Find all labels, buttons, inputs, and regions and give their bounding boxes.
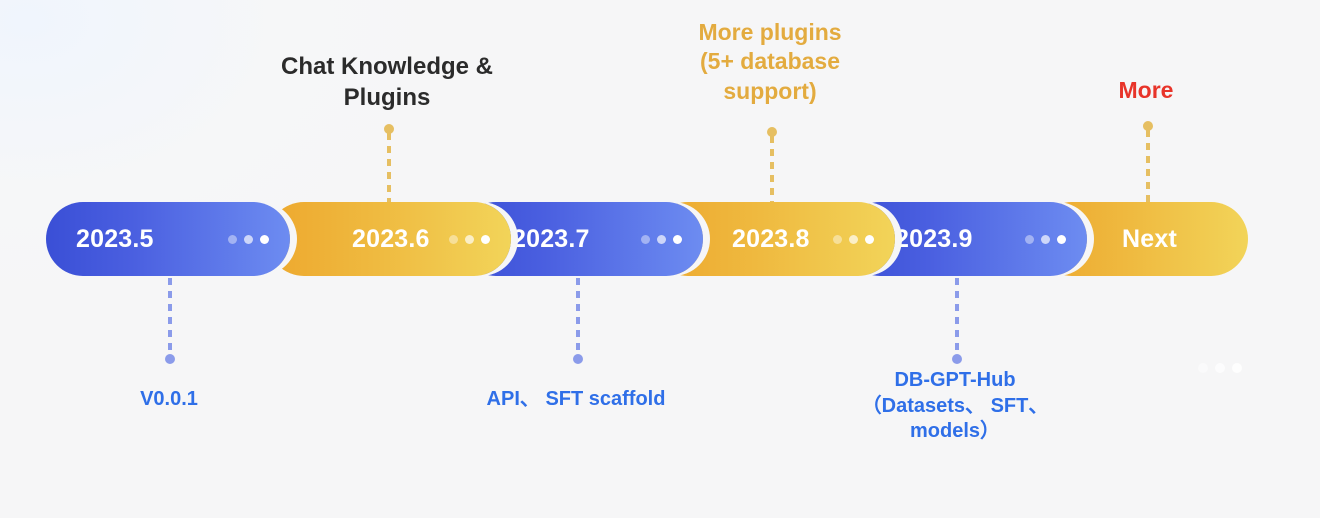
callout-api-sft-scaffold: API、 SFT scaffold bbox=[486, 388, 666, 410]
three-dots-icon bbox=[641, 234, 682, 244]
timeline-segment-label: 2023.5 bbox=[76, 224, 154, 253]
connector-knob-icon bbox=[767, 127, 777, 137]
connector-line bbox=[387, 133, 391, 204]
timeline-segment-label: 2023.9 bbox=[895, 224, 973, 253]
callout-more: More bbox=[1118, 77, 1174, 103]
timeline-segment-2023-6[interactable]: 2023.6 bbox=[267, 202, 511, 276]
connector-knob-icon bbox=[573, 354, 583, 364]
connector-chat-knowledge bbox=[384, 124, 394, 204]
connector-line bbox=[168, 278, 172, 355]
connector-line bbox=[955, 278, 959, 355]
connector-line bbox=[1146, 130, 1150, 204]
connector-knob-icon bbox=[384, 124, 394, 134]
three-dots-icon bbox=[228, 234, 269, 244]
callout-v001: V0.0.1 bbox=[140, 388, 198, 410]
connector-v001 bbox=[165, 278, 175, 364]
decorative-three-dots-icon bbox=[1198, 363, 1242, 373]
connector-knob-icon bbox=[165, 354, 175, 364]
connector-api-sft bbox=[573, 278, 583, 364]
connector-knob-icon bbox=[952, 354, 962, 364]
connector-line bbox=[576, 278, 580, 355]
timeline-segment-2023-5[interactable]: 2023.5 bbox=[46, 202, 290, 276]
callout-chat-knowledge-plugins: Chat Knowledge & Plugins bbox=[280, 53, 493, 111]
timeline-segment-label: 2023.8 bbox=[732, 224, 810, 253]
three-dots-icon bbox=[1025, 234, 1066, 244]
connector-more-plugins bbox=[767, 127, 777, 204]
timeline-bar: 2023.5 2023.6 2023.7 2023.8 2023.9 bbox=[46, 202, 1248, 276]
connector-line bbox=[770, 136, 774, 204]
connector-db-gpt-hub bbox=[952, 278, 962, 364]
timeline-segment-label: 2023.7 bbox=[512, 224, 590, 253]
connector-knob-icon bbox=[1143, 121, 1153, 131]
timeline-segment-label: 2023.6 bbox=[352, 224, 430, 253]
connector-more bbox=[1143, 121, 1153, 204]
three-dots-icon bbox=[833, 234, 874, 244]
three-dots-icon bbox=[449, 234, 490, 244]
timeline-segment-label: Next bbox=[1122, 224, 1177, 253]
callout-more-plugins: More plugins (5+ database support) bbox=[698, 19, 842, 104]
callout-db-gpt-hub: DB-GPT-Hub （Datasets、 SFT、 models） bbox=[861, 369, 1049, 443]
